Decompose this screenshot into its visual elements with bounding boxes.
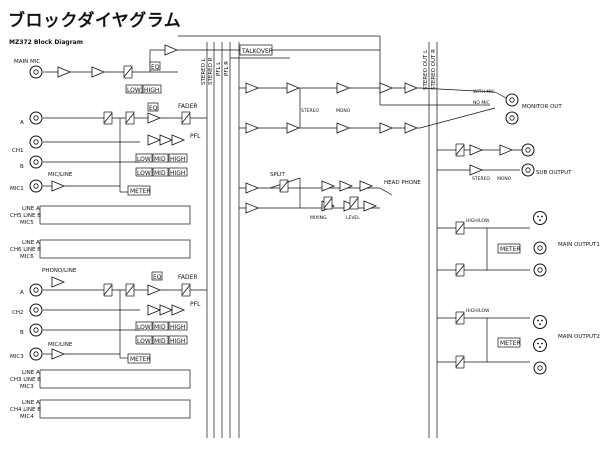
ch1-mid2-label: MID	[154, 170, 166, 177]
main-mic-label: MAIN MIC	[14, 59, 40, 65]
with-mic-label: WITH MIC	[473, 89, 495, 95]
ch4-line-a-label: LINE A	[22, 400, 40, 406]
talkover-label: TALKOVER	[241, 48, 273, 55]
head-phone-label: HEAD PHONE	[384, 180, 421, 186]
main1-meter-label: METER	[500, 246, 521, 253]
ch1-mic-line-label: MIC/LINE	[48, 172, 73, 178]
ch2-phono-line-label: PHONO/LINE	[42, 268, 77, 274]
ch2-a-label: A	[20, 290, 24, 296]
sub-output-label: SUB OUTPUT	[536, 170, 572, 176]
stereo-mono-mono-label: MONO	[336, 108, 351, 114]
ch1-meter-label: METER	[130, 188, 151, 195]
mixing-label: MIXING	[310, 215, 327, 221]
main1-high-low-label: HIGH/LOW	[466, 218, 490, 224]
ch1-high-label: HIGH	[170, 156, 185, 163]
ch2-meter-label: METER	[130, 356, 151, 363]
main-output2-label: MAIN OUTPUT2	[558, 334, 600, 340]
mic3-label: MIC3	[10, 354, 24, 360]
bus-stereo-out-l-label: STEREO OUT L	[423, 49, 429, 90]
bus-pfl-r-label: PFL R	[224, 61, 230, 76]
ch1-mid-label: MID	[154, 156, 166, 163]
ch2-mid-label: MID	[154, 324, 166, 331]
amp-group	[51, 44, 513, 360]
monitor-out-label: MONITOR OUT	[522, 104, 562, 110]
ch1-a-label: A	[20, 120, 24, 126]
ch3-line-b-label: CH3 LINE B	[10, 377, 41, 383]
ch2-b-label: B	[20, 330, 24, 336]
no-mic-label: NO MIC	[473, 100, 490, 106]
sub-mono-label: MONO	[497, 176, 512, 182]
ch4-line-b-label: CH4 LINE B	[10, 407, 41, 413]
page-title: ブロックダイヤグラム	[8, 11, 182, 31]
ch6-line-b-label: CH6 LINE B	[10, 247, 41, 253]
mic3b-label: MIC3	[20, 384, 34, 390]
mic1-label: MIC1	[10, 186, 24, 192]
ch5-line-b-label: CH5 LINE B	[10, 213, 41, 219]
split-label: SPLIT	[270, 172, 285, 178]
mic4-label: MIC4	[20, 414, 34, 420]
ch2-mic-line-label: MIC/LINE	[48, 342, 73, 348]
ch6-line-a-label: LINE A	[22, 240, 40, 246]
main-mic-high-label: HIGH	[144, 87, 159, 94]
ch2-mid2-label: MID	[154, 338, 166, 345]
diagram-subtitle: MZ372 Block Diagram	[9, 39, 83, 46]
ch2-fader-label: FADER	[178, 274, 198, 281]
stereo-mono-stereo-label: STEREO	[301, 108, 319, 114]
ch2-high-label: HIGH	[170, 324, 185, 331]
ch2-label: CH2	[12, 310, 23, 316]
ch1-b-label: B	[20, 164, 24, 170]
mic6-label: MIC6	[20, 254, 34, 260]
sub-stereo-label: STEREO	[472, 176, 490, 182]
ch2-pfl-label: PFL	[190, 301, 201, 308]
bus-stereo-out-r-label: STEREO OUT R	[431, 49, 437, 90]
ch1-label: CH1	[12, 148, 23, 154]
bus-stereo-l-label: STEREO L	[201, 57, 207, 85]
ch2-high2-label: HIGH	[170, 338, 185, 345]
ch3-line-a-label: LINE A	[22, 370, 40, 376]
ch1-high2-label: HIGH	[170, 170, 185, 177]
mic5-label: MIC5	[20, 220, 34, 226]
ch5-line-a-label: LINE A	[22, 206, 40, 212]
main-output1-label: MAIN OUTPUT1	[558, 242, 600, 248]
bus-pfl-l-label: PFL L	[216, 61, 222, 76]
main2-meter-label: METER	[500, 340, 521, 347]
ch2-eq-label: EQ	[153, 274, 162, 281]
ch2-low-label: LOW	[137, 324, 151, 331]
ch1-eq-label: EQ	[149, 105, 158, 112]
main-mic-eq-label: EQ	[151, 64, 160, 71]
ch1-pfl-label: PFL	[190, 133, 201, 140]
main2-high-low-label: HIGH/LOW	[466, 308, 490, 314]
level-label: LEVEL	[346, 215, 360, 221]
ch2-low2-label: LOW	[137, 338, 151, 345]
ch1-low2-label: LOW	[137, 170, 151, 177]
ch1-low-label: LOW	[137, 156, 151, 163]
main-mic-low-label: LOW	[127, 87, 141, 94]
ch1-fader-label: FADER	[178, 103, 198, 110]
bus-stereo-r-label: STEREO R	[208, 57, 214, 85]
